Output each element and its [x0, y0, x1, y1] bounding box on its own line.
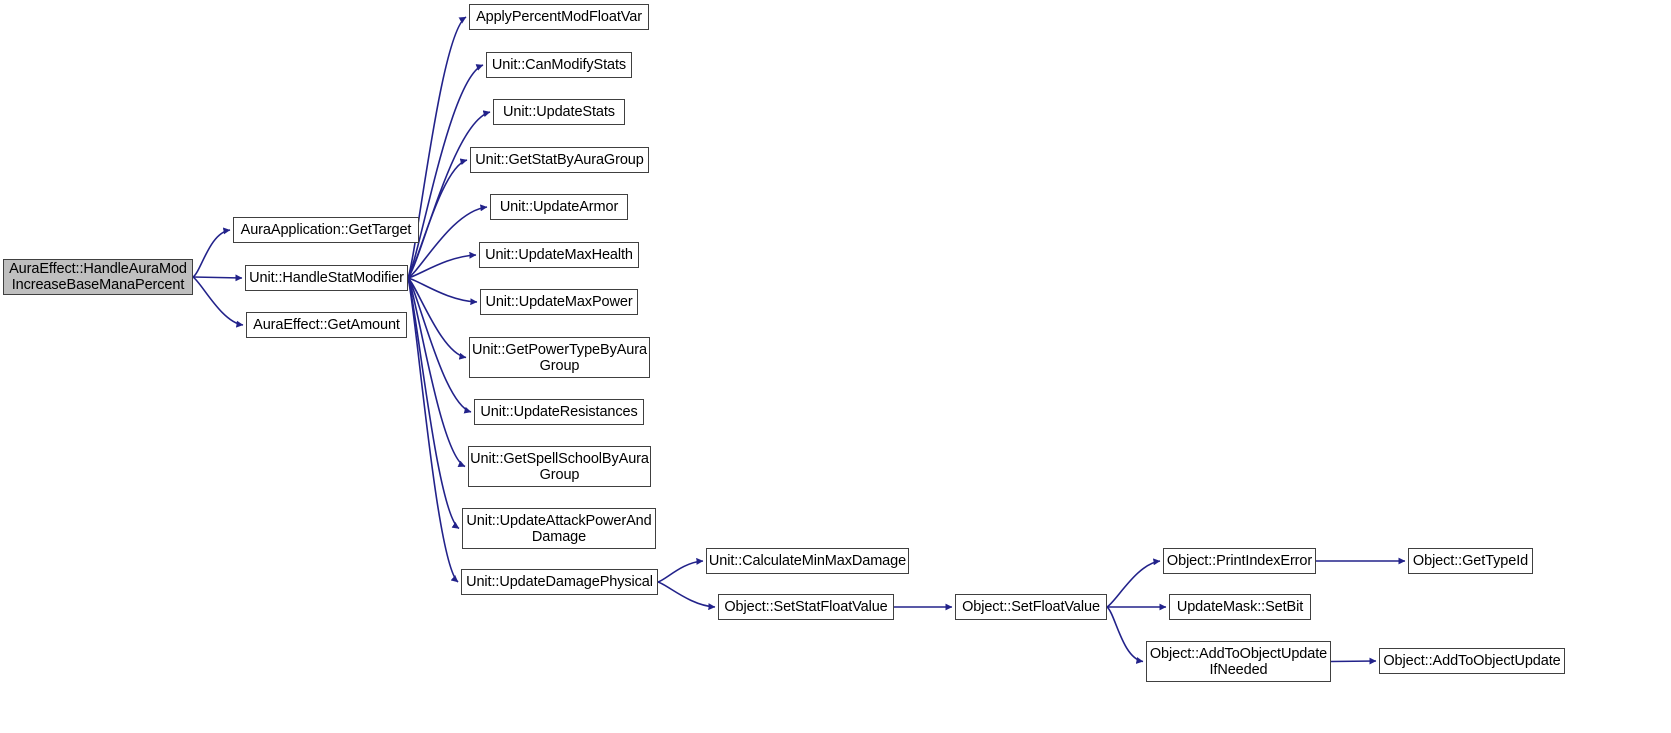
graph-edge-setFloatValue-to-printIndexError: [1106, 558, 1161, 608]
graph-node-getStatByAuraGroup[interactable]: Unit::GetStatByAuraGroup: [470, 147, 649, 173]
graph-node-setStatFloatValue[interactable]: Object::SetStatFloatValue: [718, 594, 894, 620]
graph-node-updateStats[interactable]: Unit::UpdateStats: [493, 99, 625, 125]
graph-node-getTypeId[interactable]: Object::GetTypeId: [1408, 548, 1533, 574]
graph-edge-handleStatModifier-to-updateArmor: [407, 204, 488, 279]
graph-node-applyPercentMod[interactable]: ApplyPercentModFloatVar: [469, 4, 649, 30]
graph-edge-addToObjectUpdateIf-to-addToObjectUpdate: [1330, 657, 1377, 665]
graph-edge-handleStatModifier-to-getSpellSchoolByAura: [407, 277, 466, 468]
graph-edge-setFloatValue-to-addToObjectUpdateIf: [1106, 606, 1144, 664]
graph-edge-handleStatModifier-to-updateAttackPower: [407, 277, 460, 530]
graph-edge-root-to-getTarget: [192, 227, 231, 278]
graph-edge-handleStatModifier-to-updateMaxHealth: [407, 251, 477, 279]
graph-node-getPowerTypeByAura[interactable]: Unit::GetPowerTypeByAura Group: [469, 337, 650, 378]
graph-edge-handleStatModifier-to-updateMaxPower: [407, 277, 478, 306]
graph-node-addToObjectUpdateIf[interactable]: Object::AddToObjectUpdate IfNeeded: [1146, 641, 1331, 682]
graph-edge-updateDamagePhysical-to-setStatFloatValue: [657, 581, 716, 611]
graph-node-updateAttackPower[interactable]: Unit::UpdateAttackPowerAnd Damage: [462, 508, 656, 549]
graph-edge-handleStatModifier-to-updateResistances: [407, 277, 472, 414]
graph-edge-updateDamagePhysical-to-calcMinMaxDamage: [657, 557, 704, 583]
graph-node-handleStatModifier[interactable]: Unit::HandleStatModifier: [245, 265, 408, 291]
graph-node-root[interactable]: AuraEffect::HandleAuraMod IncreaseBaseMa…: [3, 259, 193, 295]
graph-edge-handleStatModifier-to-updateStats: [407, 110, 491, 279]
graph-node-getTarget[interactable]: AuraApplication::GetTarget: [233, 217, 419, 243]
graph-edge-handleStatModifier-to-updateDamagePhysical: [407, 277, 459, 583]
graph-node-getAmount[interactable]: AuraEffect::GetAmount: [246, 312, 407, 338]
graph-node-updateMaskSetBit[interactable]: UpdateMask::SetBit: [1169, 594, 1311, 620]
graph-node-canModifyStats[interactable]: Unit::CanModifyStats: [486, 52, 632, 78]
graph-node-addToObjectUpdate[interactable]: Object::AddToObjectUpdate: [1379, 648, 1565, 674]
graph-node-updateMaxPower[interactable]: Unit::UpdateMaxPower: [480, 289, 638, 315]
graph-node-getSpellSchoolByAura[interactable]: Unit::GetSpellSchoolByAura Group: [468, 446, 651, 487]
graph-edge-handleStatModifier-to-getPowerTypeByAura: [407, 277, 467, 360]
graph-node-updateArmor[interactable]: Unit::UpdateArmor: [490, 194, 628, 220]
graph-edge-root-to-getAmount: [192, 276, 244, 328]
graph-node-updateDamagePhysical[interactable]: Unit::UpdateDamagePhysical: [461, 569, 658, 595]
graph-node-printIndexError[interactable]: Object::PrintIndexError: [1163, 548, 1316, 574]
graph-node-setFloatValue[interactable]: Object::SetFloatValue: [955, 594, 1107, 620]
graph-node-updateMaxHealth[interactable]: Unit::UpdateMaxHealth: [479, 242, 639, 268]
graph-node-updateResistances[interactable]: Unit::UpdateResistances: [474, 399, 644, 425]
graph-node-calcMinMaxDamage[interactable]: Unit::CalculateMinMaxDamage: [706, 548, 909, 574]
graph-edge-root-to-handleStatModifier: [192, 274, 243, 282]
